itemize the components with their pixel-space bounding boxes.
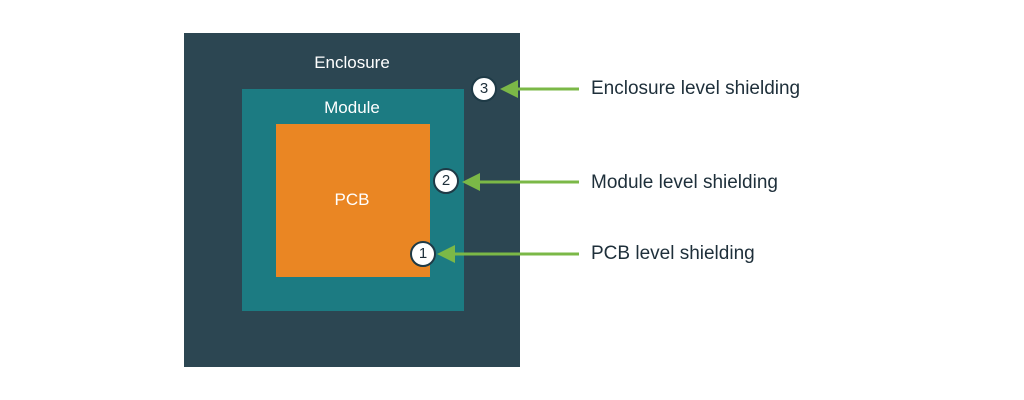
pcb-label: PCB (334, 190, 370, 209)
arrow-pcb (437, 245, 579, 263)
badge-1: 1 (410, 241, 436, 267)
enclosure-label: Enclosure (314, 53, 390, 72)
callout-module-shielding: Module level shielding (591, 172, 778, 193)
badge-2: 2 (433, 168, 459, 194)
arrow-enclosure (500, 80, 579, 98)
module-label: Module (324, 98, 380, 117)
pcb-box (276, 124, 430, 277)
callout-pcb-shielding: PCB level shielding (591, 243, 755, 264)
callout-enclosure-shielding: Enclosure level shielding (591, 78, 801, 99)
arrow-module (462, 173, 579, 191)
badge-3: 3 (471, 76, 497, 102)
